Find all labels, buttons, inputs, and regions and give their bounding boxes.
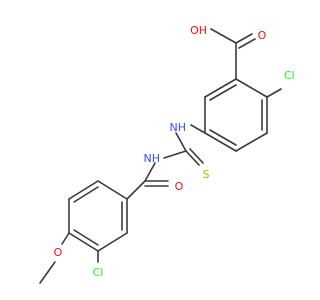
bond	[144, 162, 156, 182]
bond	[235, 33, 253, 44]
bond	[73, 229, 99, 246]
bond	[238, 38, 256, 49]
bond	[68, 180, 99, 200]
bond	[210, 28, 237, 44]
bond	[209, 129, 237, 146]
atom-label-nh: NH	[170, 121, 187, 134]
bond	[97, 180, 128, 200]
atom-label-cl: Cl	[93, 266, 104, 279]
bond	[61, 232, 70, 245]
bond	[175, 132, 187, 152]
atom-label-o: O	[258, 29, 267, 42]
atom-label-s: S	[203, 168, 210, 181]
bond	[204, 132, 237, 152]
bond-lines	[39, 28, 282, 284]
bond	[163, 150, 187, 159]
bond	[97, 232, 128, 252]
bond	[189, 148, 204, 164]
bond	[39, 261, 56, 284]
atom-labels: OH O Cl NH S NH O Cl O	[54, 24, 295, 279]
atom-label-o: O	[175, 180, 184, 193]
bond	[68, 232, 99, 252]
atom-label-o: O	[54, 246, 63, 259]
bond	[235, 78, 268, 98]
atom-label-cl: Cl	[284, 69, 295, 82]
bond	[266, 88, 282, 98]
bond	[204, 78, 237, 98]
atom-label-oh: OH	[190, 24, 207, 37]
chemical-structure-diagram: OH O Cl NH S NH O Cl O	[39, 24, 295, 284]
bond	[235, 132, 268, 152]
bond	[126, 180, 146, 200]
bond	[209, 84, 237, 101]
bond	[185, 150, 200, 166]
atom-label-nh: NH	[144, 152, 161, 165]
bond	[190, 124, 206, 134]
bond	[73, 186, 99, 203]
